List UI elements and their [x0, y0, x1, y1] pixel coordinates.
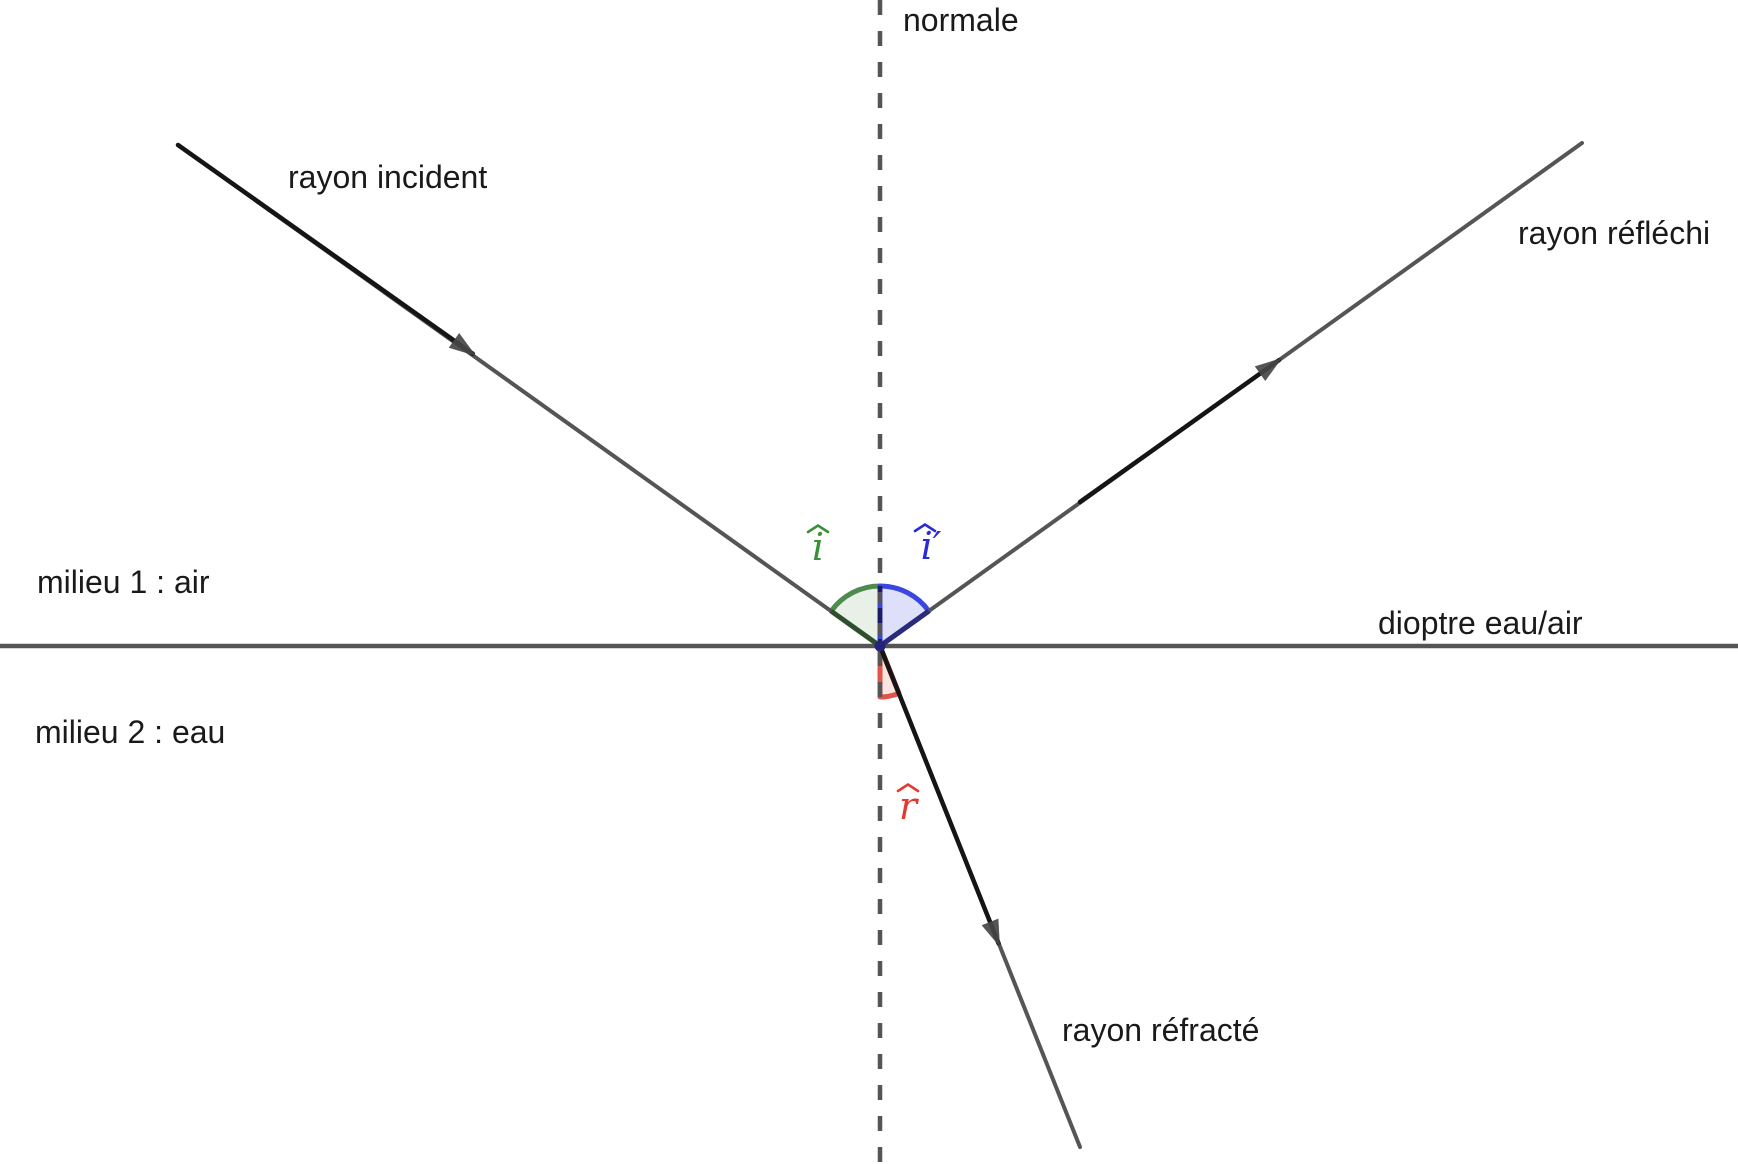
angle-incidence-label: i [806, 523, 830, 566]
refracted-vector [877, 643, 1001, 946]
incident-vector [175, 142, 475, 356]
interface-label: dioptre eau/air [1378, 605, 1583, 641]
angle-reflection-letter: i′ [920, 524, 942, 568]
angle-refraction-letter: r [898, 784, 918, 828]
angle-reflection-label: i′ [913, 522, 943, 568]
refracted-ray-label: rayon réfracté [1062, 1012, 1260, 1048]
reflected-edge-tint [878, 609, 931, 649]
angle-incidence-letter: i [811, 525, 825, 569]
incident-ray-label: rayon incident [288, 159, 488, 195]
hat-accent-icon [913, 522, 937, 533]
incident-arrowhead-icon [448, 333, 476, 356]
hat-accent-icon [806, 523, 830, 534]
incident-edge-tint [829, 609, 882, 649]
medium1-label: milieu 1 : air [37, 564, 210, 600]
normal-label: normale [903, 2, 1019, 38]
refracted-arrowhead-icon [981, 918, 1000, 947]
angle-refraction-label: r [896, 782, 920, 825]
intersection-point [874, 640, 886, 652]
reflected-arrowhead-icon [1254, 358, 1282, 382]
medium2-label: milieu 2 : eau [35, 714, 226, 750]
reflected-vector [1077, 358, 1281, 505]
hat-accent-icon [896, 782, 920, 793]
reflected-ray-label: rayon réfléchi [1518, 215, 1711, 251]
